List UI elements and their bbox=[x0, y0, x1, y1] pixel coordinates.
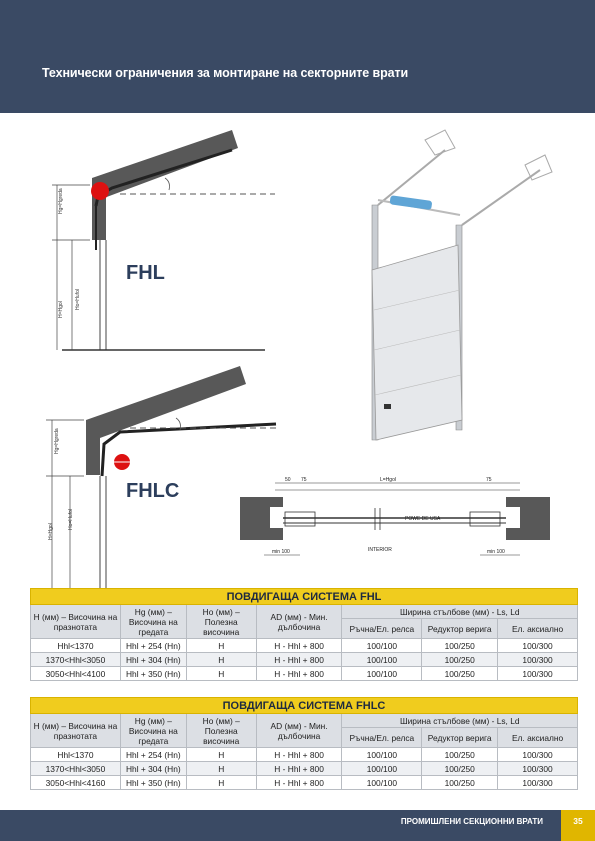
table-cell: 100/300 bbox=[497, 775, 578, 790]
header-hg: Hg (мм) – Височина на гредата bbox=[119, 713, 187, 748]
table-cell: H - Hhl + 800 bbox=[255, 666, 343, 681]
subheader-manual: Ръчна/Ел. релса bbox=[341, 618, 423, 639]
table-cell: 100/300 bbox=[497, 666, 578, 681]
table-cell: H bbox=[185, 638, 257, 653]
table-cell: 100/250 bbox=[421, 666, 499, 681]
table-cell: H bbox=[185, 747, 257, 762]
table-cell: 100/100 bbox=[341, 761, 423, 776]
svg-text:H=Hgol: H=Hgol bbox=[48, 523, 54, 540]
table-cell: 100/100 bbox=[341, 747, 423, 762]
svg-text:H=Hgol: H=Hgol bbox=[58, 301, 64, 318]
table-cell: 100/100 bbox=[341, 652, 423, 667]
table-cell: Hhl + 304 (Hn) bbox=[119, 761, 187, 776]
fhl-spec-table: ПОВДИГАЩА СИСТЕМА FHL H (мм) – Височина … bbox=[30, 588, 578, 681]
interior-label: INTERIOR bbox=[368, 547, 392, 553]
diagram-drawings: Hg=Hgreda H=Hgol Ho=Hufol Hg=Hgreda H=Hg… bbox=[46, 129, 553, 588]
table-cell: H - Hhl + 800 bbox=[255, 652, 343, 667]
table-cell: 100/250 bbox=[421, 747, 499, 762]
table-cell: 100/100 bbox=[341, 666, 423, 681]
table-cell: H bbox=[185, 761, 257, 776]
plan-view-drawing bbox=[240, 482, 550, 556]
fhl-label: FHL bbox=[126, 262, 165, 284]
table-cell: 100/250 bbox=[421, 775, 499, 790]
subheader-manual: Ръчна/Ел. релса bbox=[341, 727, 423, 748]
header-ad: AD (мм) - Мин. дълбочина bbox=[255, 713, 343, 748]
table-cell: 100/300 bbox=[497, 747, 578, 762]
svg-text:Ho=Hufol: Ho=Hufol bbox=[75, 289, 81, 310]
header-width: Ширина стълбове (мм) - Ls, Ld bbox=[341, 604, 578, 619]
header-hg: Hg (мм) – Височина на гредата bbox=[119, 604, 187, 639]
header-h: H (мм) – Височина на празнотата bbox=[30, 604, 121, 639]
table-cell: H bbox=[185, 666, 257, 681]
table-cell: Hhl + 350 (Hn) bbox=[119, 775, 187, 790]
table-cell: H - Hhl + 800 bbox=[255, 747, 343, 762]
table-cell: 100/100 bbox=[341, 638, 423, 653]
table-cell: 3050<Hhl<4160 bbox=[30, 775, 121, 790]
power-use-label: POWE DE USA bbox=[405, 516, 441, 522]
svg-text:Ho=Hufol: Ho=Hufol bbox=[68, 509, 74, 530]
svg-text:Hg=Hgreda: Hg=Hgreda bbox=[54, 428, 60, 454]
table-cell: H - Hhl + 800 bbox=[255, 761, 343, 776]
door-3d-illustration bbox=[371, 129, 553, 441]
table-cell: Hhl + 350 (Hn) bbox=[119, 666, 187, 681]
table-cell: 100/250 bbox=[421, 652, 499, 667]
table-cell: H - Hhl + 800 bbox=[255, 638, 343, 653]
subheader-chain: Редуктор верига bbox=[421, 727, 499, 748]
table-cell: Hhl<1370 bbox=[30, 638, 121, 653]
header-ho: Ho (мм) – Полезна височина bbox=[185, 713, 257, 748]
dim-50-label: 50 bbox=[285, 477, 291, 483]
header-ho: Ho (мм) – Полезна височина bbox=[185, 604, 257, 639]
table-cell: H bbox=[185, 775, 257, 790]
table-cell: Hhl<1370 bbox=[30, 747, 121, 762]
subheader-axial: Ел. аксиално bbox=[497, 727, 578, 748]
dim-75-label: 75 bbox=[301, 477, 307, 483]
dim-lhgol-label: L=Hgol bbox=[380, 477, 396, 483]
table-cell: 100/300 bbox=[497, 761, 578, 776]
fhlc-section-drawing: Hg=Hgreda H=Hgol Ho=Hufol bbox=[46, 366, 278, 588]
table-cell: 1370<Hhl<3050 bbox=[30, 761, 121, 776]
fhl-section-drawing: Hg=Hgreda H=Hgol Ho=Hufol bbox=[52, 130, 275, 351]
dim-75-right-label: 75 bbox=[486, 477, 492, 483]
page-footer: ПРОМИШЛЕНИ СЕКЦИОННИ ВРАТИ 35 bbox=[0, 810, 595, 841]
page-header: Технически ограничения за монтиране на с… bbox=[0, 0, 595, 113]
min100-left-label: min 100 bbox=[272, 549, 290, 555]
svg-text:Hg=Hgreda: Hg=Hgreda bbox=[58, 188, 64, 214]
min100-right-label: min 100 bbox=[487, 549, 505, 555]
table-cell: 1370<Hhl<3050 bbox=[30, 652, 121, 667]
table-cell: 100/100 bbox=[341, 775, 423, 790]
fhlc-table-title: ПОВДИГАЩА СИСТЕМА FHLC bbox=[30, 697, 578, 714]
table-cell: H - Hhl + 800 bbox=[255, 775, 343, 790]
fhlc-spec-table: ПОВДИГАЩА СИСТЕМА FHLC H (мм) – Височина… bbox=[30, 697, 578, 790]
table-cell: H bbox=[185, 652, 257, 667]
page-number: 35 bbox=[561, 810, 595, 841]
page-title: Технически ограничения за монтиране на с… bbox=[42, 66, 409, 80]
header-ad: AD (мм) - Мин. дълбочина bbox=[255, 604, 343, 639]
table-cell: 100/300 bbox=[497, 638, 578, 653]
table-cell: 100/300 bbox=[497, 652, 578, 667]
table-cell: 3050<Hhl<4100 bbox=[30, 666, 121, 681]
fhlc-label: FHLC bbox=[126, 480, 180, 502]
table-cell: 100/250 bbox=[421, 761, 499, 776]
table-cell: Hhl + 254 (Hn) bbox=[119, 747, 187, 762]
technical-diagrams: Hg=Hgreda H=Hgol Ho=Hufol Hg=Hgreda H=Hg… bbox=[0, 113, 595, 588]
table-cell: 100/250 bbox=[421, 638, 499, 653]
header-h: H (мм) – Височина на празнотата bbox=[30, 713, 121, 748]
footer-title: ПРОМИШЛЕНИ СЕКЦИОННИ ВРАТИ bbox=[400, 817, 543, 826]
header-width: Ширина стълбове (мм) - Ls, Ld bbox=[341, 713, 578, 728]
subheader-chain: Редуктор верига bbox=[421, 618, 499, 639]
subheader-axial: Ел. аксиално bbox=[497, 618, 578, 639]
table-cell: Hhl + 304 (Hn) bbox=[119, 652, 187, 667]
fhl-table-title: ПОВДИГАЩА СИСТЕМА FHL bbox=[30, 588, 578, 605]
table-cell: Hhl + 254 (Hn) bbox=[119, 638, 187, 653]
